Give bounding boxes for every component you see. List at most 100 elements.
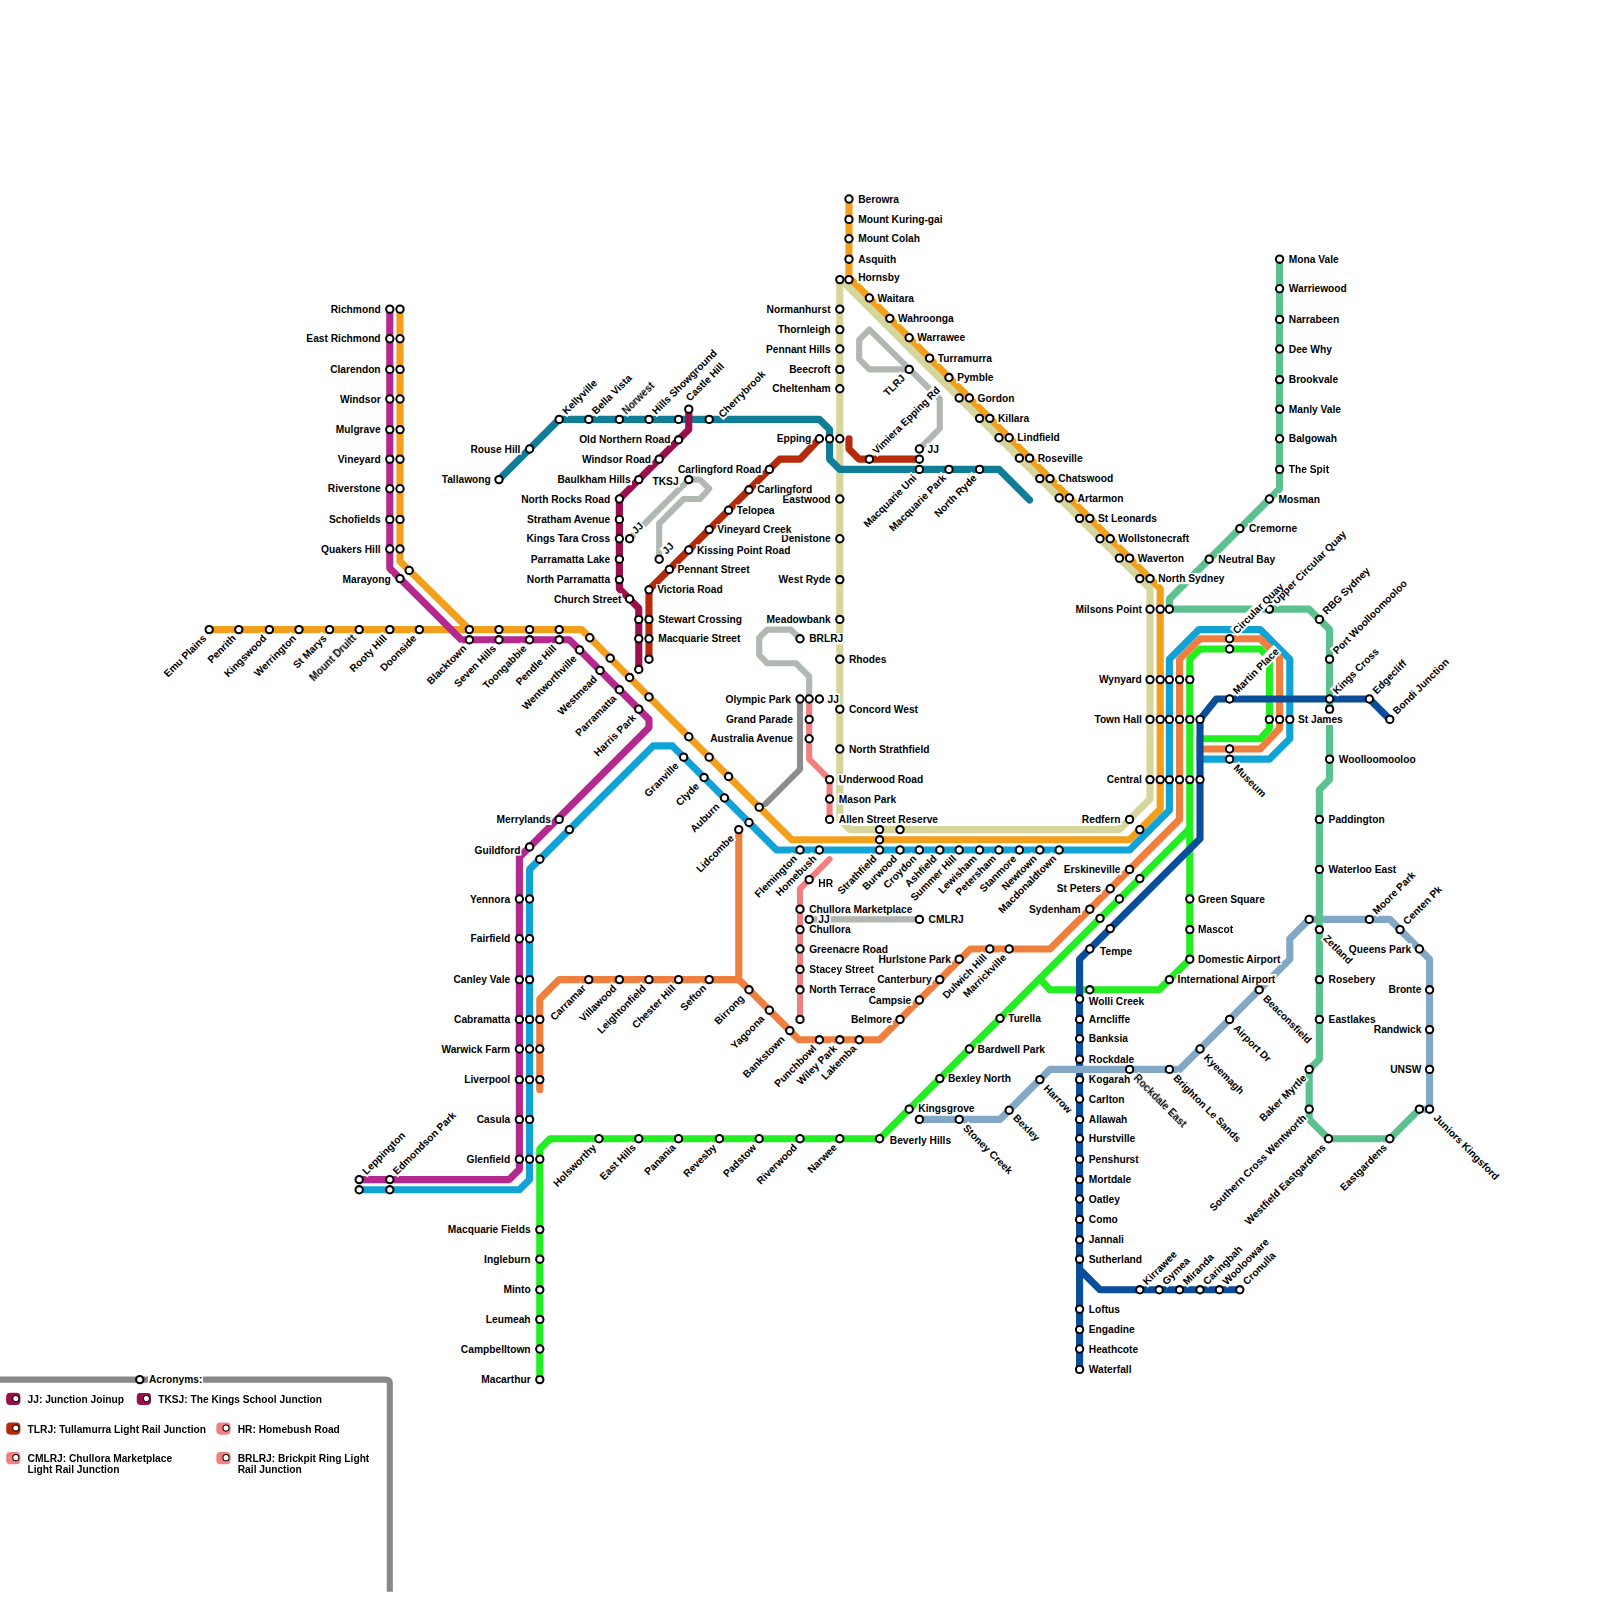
station-label: Casula <box>476 1114 512 1125</box>
station-dot <box>386 485 393 492</box>
station-dot <box>386 1186 393 1193</box>
station-dot <box>666 566 673 573</box>
station-label: Queens Park <box>1348 943 1412 954</box>
station-dot <box>826 816 833 823</box>
station-dot <box>836 535 843 542</box>
station-label: Mona Vale <box>1288 254 1340 265</box>
station-dot <box>1076 1216 1083 1223</box>
station-label: Martin Place <box>1230 645 1282 697</box>
station-dot <box>685 476 692 483</box>
route-line <box>400 309 469 629</box>
station-dot <box>645 693 652 700</box>
station-label: Edgecliff <box>1370 657 1410 697</box>
station-label: Riverwood <box>754 1141 800 1187</box>
station-label: Cheltenham <box>771 383 831 394</box>
station-dot <box>1366 695 1373 702</box>
station-label: Mount Colah <box>857 233 921 244</box>
station-label: East Richmond <box>305 333 381 344</box>
station-label: Quakers Hill <box>320 543 382 554</box>
station-dot <box>1096 915 1103 922</box>
station-label: Campbelltown <box>460 1343 532 1354</box>
station-dot <box>706 416 713 423</box>
station-label: Pennant Hills <box>765 343 832 354</box>
station-label: Stoney Creek <box>960 1122 1016 1178</box>
station-label: Canley Vale <box>452 974 511 985</box>
station-dot <box>536 1156 543 1163</box>
station-label: Heathcote <box>1088 1343 1139 1354</box>
station-dot <box>526 1116 533 1123</box>
station-dot <box>1316 616 1323 623</box>
station-dot <box>356 626 363 633</box>
station-label: Stacey Street <box>808 964 875 975</box>
station-dot <box>536 1376 543 1383</box>
route-line <box>540 980 739 1090</box>
station-label: Sefton <box>677 982 709 1014</box>
station-dot <box>806 916 813 923</box>
station-dot <box>796 966 803 973</box>
station-dot <box>616 556 623 563</box>
station-label: Revesby <box>680 1141 719 1180</box>
station-dot <box>1316 926 1323 933</box>
station-label: Kissing Point Road <box>696 544 792 555</box>
station-label: Tallawong <box>441 474 492 485</box>
station-dot <box>936 976 943 983</box>
station-dot <box>836 576 843 583</box>
station-dot <box>966 394 973 401</box>
station-label: North Strathfield <box>848 743 931 754</box>
station-label: Telopea <box>736 505 776 516</box>
station-dot <box>556 626 563 633</box>
route-line <box>619 409 688 669</box>
station-dot <box>1036 1076 1043 1083</box>
legend-text: CMLRJ: Chullora Marketplace Light Rail J… <box>28 1453 181 1475</box>
station-dot <box>495 636 502 643</box>
station-label: Westfield Eastgardens <box>1242 1141 1329 1228</box>
station-dot <box>826 776 833 783</box>
station-dot <box>876 826 883 833</box>
station-dot <box>1146 606 1153 613</box>
station-label: Acronyms: <box>148 1374 203 1385</box>
station-dot <box>836 366 843 373</box>
station-label: Wollstonecraft <box>1117 533 1190 544</box>
station-dot <box>836 306 843 313</box>
station-label: Narrabeen <box>1288 314 1341 325</box>
station-dot <box>635 635 642 642</box>
station-dot <box>1166 606 1173 613</box>
station-dot <box>1176 716 1183 723</box>
station-dot <box>806 716 813 723</box>
station-dot <box>1276 716 1283 723</box>
station-dot <box>796 846 803 853</box>
station-dot <box>886 315 893 322</box>
station-label: Auburn <box>687 800 722 835</box>
station-label: Vineyard Creek <box>716 524 792 535</box>
station-label: Bardwell Park <box>977 1043 1047 1054</box>
station-label: Epping <box>776 433 813 444</box>
station-dot <box>685 546 692 553</box>
station-dot <box>845 216 852 223</box>
station-dot <box>966 1045 973 1052</box>
station-dot <box>536 1226 543 1233</box>
legend-text: TLRJ: Tullamurra Light Rail Junction <box>28 1423 214 1434</box>
station-dot <box>635 666 642 673</box>
station-dot <box>516 1116 523 1123</box>
station-dot <box>916 445 923 452</box>
station-dot <box>1306 1106 1313 1113</box>
station-label: Clyde <box>673 780 702 809</box>
station-dot <box>706 753 713 760</box>
station-dot <box>526 636 533 643</box>
station-dot <box>995 846 1002 853</box>
station-label: Mascot <box>1197 924 1234 935</box>
station-label: Bexley North <box>947 1073 1012 1084</box>
station-dot <box>356 1176 363 1183</box>
station-dot <box>1036 846 1043 853</box>
station-dot <box>706 976 713 983</box>
station-dot <box>1226 1016 1233 1023</box>
station-label: Waterfall <box>1088 1364 1133 1375</box>
station-label: Windsor Road <box>581 454 652 465</box>
station-label: Waitara <box>877 292 916 303</box>
station-label: Carlingford Road <box>677 464 762 475</box>
station-dot <box>626 674 633 681</box>
station-dot <box>635 706 642 713</box>
station-dot <box>675 1135 682 1142</box>
station-dot <box>396 306 403 313</box>
station-dot <box>645 416 652 423</box>
